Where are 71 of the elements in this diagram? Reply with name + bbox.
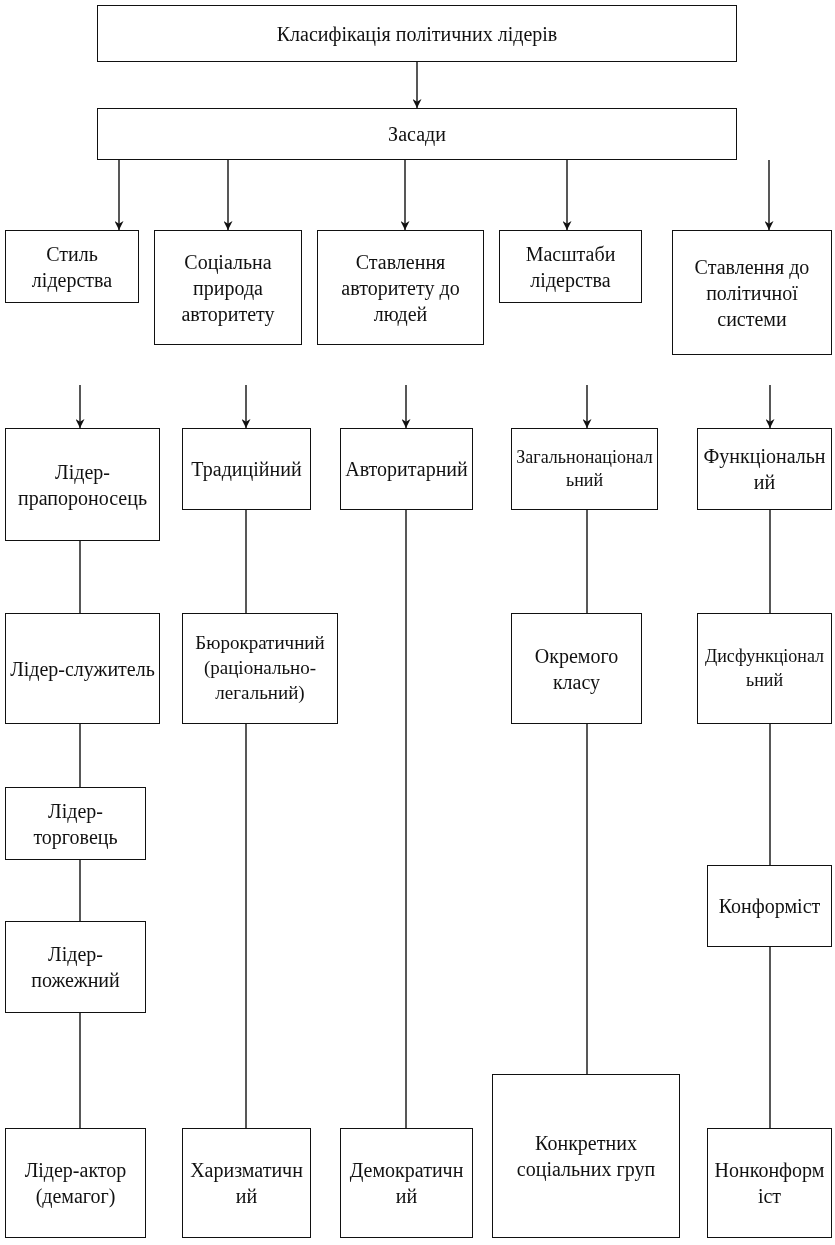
arrow xyxy=(764,159,774,231)
box-label: Лідер-торговець xyxy=(32,798,119,850)
connector-line xyxy=(405,509,407,1129)
category-box xyxy=(182,613,338,724)
connector-line xyxy=(586,723,588,1075)
category-box xyxy=(5,613,160,724)
arrow xyxy=(241,384,251,429)
arrow xyxy=(562,159,572,231)
box-label: Ставлення до політичної системи xyxy=(693,254,811,332)
box-label: Функціональний xyxy=(702,444,827,495)
arrow xyxy=(401,384,411,429)
category-box xyxy=(672,230,832,355)
category-box xyxy=(511,613,642,724)
category-box xyxy=(707,1128,832,1238)
connector-line xyxy=(769,723,771,866)
category-box xyxy=(340,1128,473,1238)
box-label: Авторитарний xyxy=(345,457,468,482)
heading-box xyxy=(97,108,737,160)
category-box xyxy=(5,921,146,1013)
category-box xyxy=(697,613,832,724)
connector-line xyxy=(769,946,771,1129)
category-box xyxy=(697,428,832,510)
arrow xyxy=(582,384,592,429)
connector-line xyxy=(79,723,81,788)
box-label: Загальнонаціональний xyxy=(516,445,653,492)
category-box xyxy=(317,230,484,345)
category-box xyxy=(340,428,473,510)
box-label: Харизматичний xyxy=(189,1158,304,1209)
category-box xyxy=(5,787,146,860)
category-box xyxy=(511,428,658,510)
arrow xyxy=(400,159,410,231)
box-label: Масштаби лідерства xyxy=(524,241,617,293)
category-box xyxy=(499,230,642,303)
box-label: Класифікація політичних лідерів xyxy=(276,21,558,47)
arrow xyxy=(223,159,233,231)
box-label: Соціальна природа авторитету xyxy=(180,249,276,327)
box-label: Бюрократичний (раціонально-легальний) xyxy=(194,631,326,705)
box-label: Традиційний xyxy=(191,457,302,482)
box-label: Лідер-пожежний xyxy=(30,942,121,993)
box-label: Стиль лідерства xyxy=(30,241,114,293)
heading-box xyxy=(97,5,737,62)
arrow xyxy=(765,384,775,429)
category-box xyxy=(5,428,160,541)
category-box xyxy=(707,865,832,947)
category-box xyxy=(5,1128,146,1238)
category-box xyxy=(182,1128,311,1238)
category-box xyxy=(154,230,302,345)
box-label: Демократичний xyxy=(348,1158,465,1209)
category-box xyxy=(182,428,311,510)
connector-line xyxy=(769,509,771,614)
box-label: Лідер-актор (демагог) xyxy=(23,1158,128,1209)
connector-line xyxy=(79,1012,81,1129)
connector-line xyxy=(79,540,81,614)
box-label: Окремого класу xyxy=(533,643,620,695)
box-label: Нонконформіст xyxy=(713,1158,826,1209)
box-label: Лідер-служитель xyxy=(10,656,155,682)
arrow xyxy=(412,61,422,109)
connector-line xyxy=(245,509,247,614)
arrow xyxy=(114,159,124,231)
box-label: Ставлення авторитету до людей xyxy=(340,249,461,327)
box-label: Дисфункціональний xyxy=(703,645,826,692)
arrow xyxy=(75,384,85,429)
connector-line xyxy=(245,723,247,1129)
box-label: Конформіст xyxy=(718,894,821,919)
box-label: Конкретних соціальних груп xyxy=(515,1131,657,1182)
category-box xyxy=(5,230,139,303)
category-box xyxy=(492,1074,680,1238)
box-label: Лідер-прапороносець xyxy=(16,459,148,511)
box-label: Засади xyxy=(388,122,446,147)
connector-line xyxy=(79,859,81,922)
connector-line xyxy=(586,509,588,614)
